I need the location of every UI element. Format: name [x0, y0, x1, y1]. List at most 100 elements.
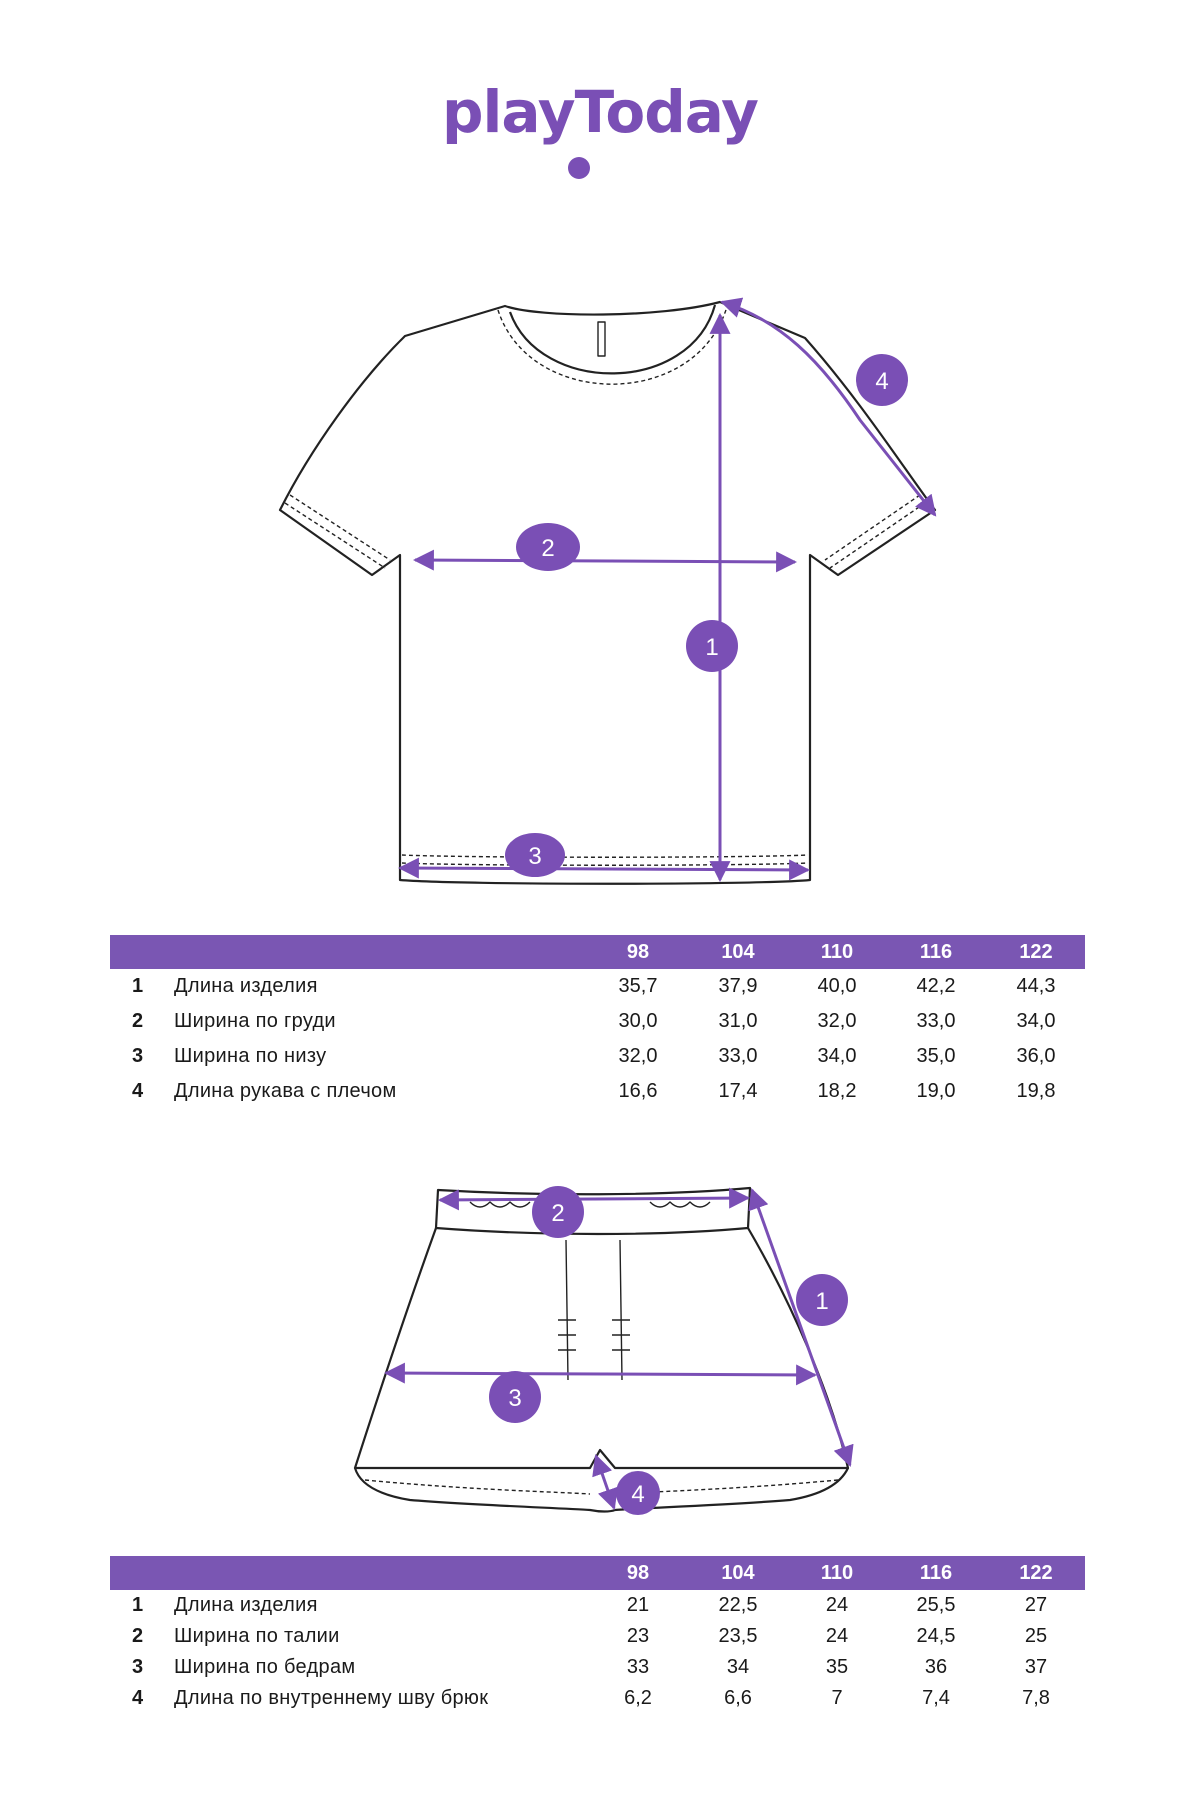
size-header: 98: [626, 941, 650, 963]
brand-logo-dot: [568, 157, 590, 179]
size-header: 122: [1019, 941, 1053, 963]
tshirt-size-table: 98 104 110 116 122 1 Длина изделия 35,7 …: [110, 935, 1085, 1109]
row-label: Длина изделия: [174, 1594, 318, 1616]
size-header: 116: [919, 941, 953, 963]
cell-value: 36,0: [1016, 1045, 1056, 1067]
size-header: 116: [919, 1562, 953, 1584]
row-number: 3: [132, 1045, 144, 1067]
table-header: 98 104 110 116 122: [110, 935, 1085, 969]
size-header: 98: [626, 1562, 650, 1584]
tshirt-marker-1: 1: [686, 620, 738, 672]
table-header: 98 104 110 116 122: [110, 1556, 1085, 1590]
cell-value: 42,2: [916, 975, 956, 997]
cell-value: 25: [1024, 1625, 1048, 1647]
cell-value: 7,8: [1022, 1687, 1050, 1709]
row-number: 3: [132, 1656, 144, 1678]
size-header: 122: [1019, 1562, 1053, 1584]
svg-text:4: 4: [875, 368, 888, 395]
row-label: Длина по внутреннему шву брюк: [174, 1687, 489, 1709]
table-row: 1 Длина изделия 35,7 37,9 40,0 42,2 44,3: [110, 969, 1085, 1004]
svg-text:1: 1: [705, 634, 718, 661]
tshirt-marker-3: 3: [505, 833, 565, 877]
table-row: 1 Длина изделия 21 22,5 24 25,5 27: [110, 1590, 1085, 1621]
cell-value: 19,8: [1016, 1080, 1056, 1102]
shorts-outline: [353, 1227, 850, 1470]
cell-value: 21: [626, 1594, 650, 1616]
cell-value: 18,2: [817, 1080, 857, 1102]
cell-value: 35,0: [916, 1045, 956, 1067]
row-number: 1: [132, 975, 144, 997]
size-header: 104: [721, 941, 755, 963]
cell-value: 32,0: [618, 1045, 658, 1067]
cell-value: 17,4: [718, 1080, 758, 1102]
tshirt-drawing: 1 2 3 4: [278, 297, 937, 885]
cell-value: 25,5: [916, 1594, 956, 1616]
row-number: 4: [132, 1687, 144, 1709]
cell-value: 23: [626, 1625, 650, 1647]
svg-text:4: 4: [631, 1481, 644, 1508]
cell-value: 35,7: [618, 975, 658, 997]
cell-value: 44,3: [1016, 975, 1056, 997]
row-label: Ширина по груди: [174, 1010, 336, 1032]
svg-text:3: 3: [528, 843, 541, 870]
tshirt-marker-4: 4: [856, 354, 908, 406]
row-label: Ширина по низу: [174, 1045, 327, 1067]
row-label: Ширина по бедрам: [174, 1656, 356, 1678]
shorts-size-table: 98 104 110 116 122 1 Длина изделия 21 22…: [110, 1556, 1085, 1714]
shorts-marker-1: 1: [796, 1274, 848, 1326]
svg-text:3: 3: [508, 1385, 521, 1412]
shorts-marker-3: 3: [489, 1371, 541, 1423]
table-row: 4 Длина по внутреннему шву брюк 6,2 6,6 …: [110, 1683, 1085, 1714]
row-number: 4: [132, 1080, 144, 1102]
tshirt-marker-2: 2: [516, 523, 580, 571]
cell-value: 24: [825, 1594, 849, 1616]
cell-value: 33,0: [916, 1010, 956, 1032]
cell-value: 34,0: [1016, 1010, 1056, 1032]
shorts-waistband: [434, 1186, 752, 1236]
shorts-drawing: 1 2 3 4: [353, 1186, 854, 1515]
size-header: 110: [820, 1562, 854, 1584]
cell-value: 40,0: [817, 975, 857, 997]
brand-logo: playToday: [442, 78, 759, 146]
cell-value: 7,4: [922, 1687, 950, 1709]
row-label: Длина рукава с плечом: [174, 1080, 397, 1102]
cell-value: 27: [1024, 1594, 1048, 1616]
cell-value: 37,9: [718, 975, 758, 997]
table-row: 3 Ширина по бедрам 33 34 35 36 37: [110, 1652, 1085, 1683]
table-row: 2 Ширина по груди 30,0 31,0 32,0 33,0 34…: [110, 1004, 1085, 1039]
row-number: 1: [132, 1594, 144, 1616]
cell-value: 34: [726, 1656, 750, 1678]
cell-value: 16,6: [618, 1080, 658, 1102]
row-number: 2: [132, 1010, 144, 1032]
cell-value: 34,0: [817, 1045, 857, 1067]
table-row: 2 Ширина по талии 23 23,5 24 24,5 25: [110, 1621, 1085, 1652]
cell-value: 36: [924, 1656, 948, 1678]
cell-value: 19,0: [916, 1080, 956, 1102]
table-row: 3 Ширина по низу 32,0 33,0 34,0 35,0 36,…: [110, 1039, 1085, 1074]
cell-value: 22,5: [718, 1594, 758, 1616]
cell-value: 31,0: [718, 1010, 758, 1032]
table-row: 4 Длина рукава с плечом 16,6 17,4 18,2 1…: [110, 1074, 1085, 1109]
cell-value: 33: [626, 1656, 650, 1678]
size-header: 104: [721, 1562, 755, 1584]
row-label: Ширина по талии: [174, 1625, 340, 1647]
cell-value: 24,5: [916, 1625, 956, 1647]
row-number: 2: [132, 1625, 144, 1647]
cell-value: 6,2: [624, 1687, 652, 1709]
cell-value: 37: [1024, 1656, 1048, 1678]
cell-value: 32,0: [817, 1010, 857, 1032]
shorts-marker-2: 2: [532, 1186, 584, 1238]
cell-value: 6,6: [724, 1687, 752, 1709]
row-label: Длина изделия: [174, 975, 318, 997]
svg-text:1: 1: [815, 1288, 828, 1315]
cell-value: 7: [831, 1687, 843, 1709]
cell-value: 30,0: [618, 1010, 658, 1032]
cell-value: 35: [825, 1656, 849, 1678]
svg-text:2: 2: [551, 1200, 564, 1227]
svg-text:2: 2: [541, 535, 554, 562]
size-header: 110: [820, 941, 854, 963]
cell-value: 33,0: [718, 1045, 758, 1067]
cell-value: 24: [825, 1625, 849, 1647]
cell-value: 23,5: [718, 1625, 758, 1647]
tshirt-outline: [278, 300, 937, 885]
